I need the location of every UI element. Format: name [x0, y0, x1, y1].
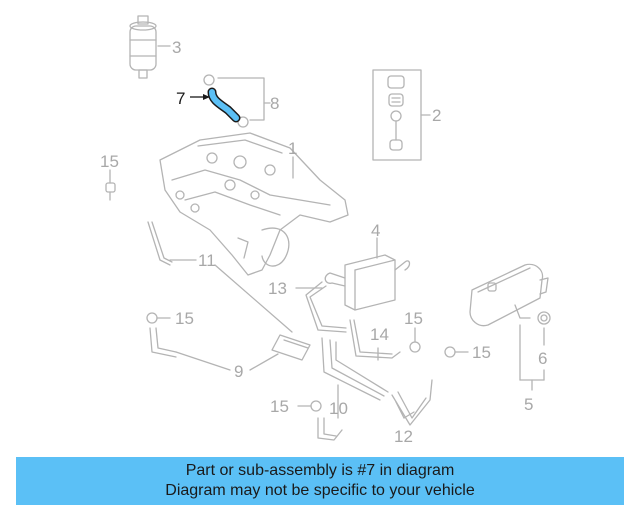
callout-15-bottom: 15: [270, 397, 289, 416]
canister-part-5: [469, 263, 551, 391]
hose-clamps-part-8: [203, 74, 271, 128]
callout-7-arrow: [190, 94, 210, 100]
mount-kit-part-2: [372, 69, 431, 161]
callout-11: 11: [198, 251, 216, 270]
callout-15-center: 15: [404, 309, 423, 328]
callout-12: 12: [394, 427, 413, 446]
callout-5: 5: [524, 395, 533, 414]
callout-13: 13: [268, 279, 287, 298]
hose-part-13: [295, 281, 347, 333]
bolt-part-15-bottom: [297, 400, 322, 412]
hose-part-9: [149, 327, 311, 371]
pipes-part-10-12: [317, 337, 433, 441]
callout-6: 6: [538, 349, 547, 368]
callout-14: 14: [370, 325, 389, 344]
highlighted-hose-part-7: [207, 87, 241, 123]
hose-part-11: [147, 221, 293, 333]
hose-part-14: [349, 319, 401, 361]
callout-7: 7: [176, 89, 185, 108]
callout-8: 8: [270, 94, 279, 113]
callout-9: 9: [234, 362, 243, 381]
bolt-part-15-center: [409, 327, 421, 353]
crossmember-part-1: [159, 132, 349, 276]
banner-line-disclaimer: Diagram may not be specific to your vehi…: [165, 482, 475, 499]
parts-diagram: 3 7 8 2 1 15 4 11 13 15 15 14 15 6 9 5 1…: [100, 15, 551, 446]
banner-line-part-info: Part or sub-assembly is #7 in diagram: [185, 462, 455, 479]
bolt-part-15-upper-left: [105, 169, 116, 201]
callout-15-right: 15: [472, 343, 491, 362]
callout-2: 2: [432, 106, 441, 125]
fuel-filter-part-3: [129, 15, 171, 79]
callout-4: 4: [371, 221, 380, 240]
module-part-4: [324, 237, 411, 311]
callout-1: 1: [288, 139, 297, 158]
callout-15-left: 15: [175, 309, 194, 328]
callout-15-upper-left: 15: [100, 152, 119, 171]
info-banner: Part or sub-assembly is #7 in diagram Di…: [16, 457, 624, 505]
callout-3: 3: [172, 38, 181, 57]
bolt-part-15-left: [146, 312, 171, 324]
bolt-part-15-right: [444, 346, 469, 358]
callout-10: 10: [329, 399, 348, 418]
